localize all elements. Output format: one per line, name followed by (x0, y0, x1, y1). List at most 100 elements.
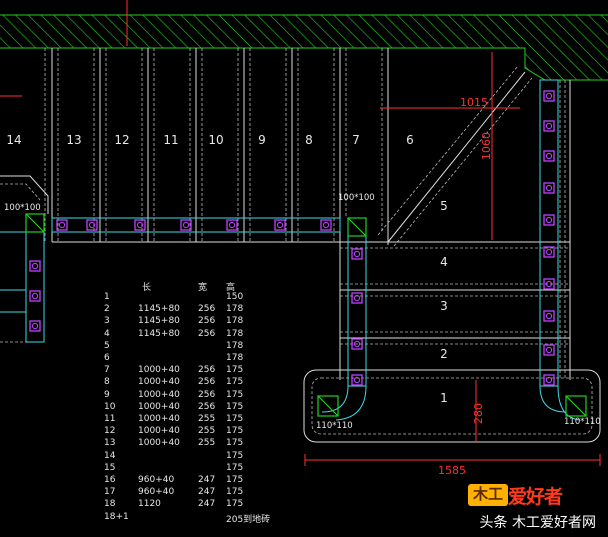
table-cell-width: 256 (198, 401, 216, 412)
post-label-left-lower: 110*110 (316, 421, 353, 431)
post-label-left-upper: 100*100 (4, 203, 41, 213)
step-label-9: 9 (258, 133, 266, 147)
table-cell-length: 1145+80 (138, 304, 180, 315)
joint-marker-hole (88, 221, 96, 229)
joint-marker (543, 182, 555, 194)
table-cell-index: 8 (104, 377, 110, 388)
joint-marker (180, 219, 192, 231)
step-label-4: 4 (440, 255, 448, 269)
table-cell-height: 175 (226, 462, 244, 473)
joint-marker (351, 248, 363, 260)
table-header-length: 长 (142, 283, 152, 293)
table-cell-length: 960+40 (138, 487, 175, 498)
joint-marker-hole (276, 221, 284, 229)
joint-marker-hole (322, 221, 330, 229)
table-header-width: 宽 (198, 283, 208, 293)
table-cell-length: 1000+40 (138, 426, 180, 437)
step-label-11: 11 (163, 133, 178, 147)
step-label-6: 6 (406, 133, 414, 147)
table-cell-height: 175 (226, 414, 244, 424)
watermark-logo-mark (468, 484, 508, 506)
dimension-top-height: 1060 (480, 132, 493, 160)
joint-marker (351, 338, 363, 350)
table-cell-height: 178 (226, 328, 244, 339)
left-partial-stair (0, 175, 49, 343)
table-cell-index: 17 (104, 487, 116, 498)
step-label-13: 13 (66, 133, 81, 147)
table-cell-height: 175 (226, 438, 244, 449)
step-label-5: 5 (440, 199, 448, 213)
table-cell-width: 256 (198, 365, 216, 376)
stringer-posts (0, 79, 581, 421)
joint-marker-hole (545, 216, 553, 224)
joint-marker-hole (31, 292, 39, 300)
ceiling-hatch (0, 14, 608, 81)
joint-marker (543, 246, 555, 258)
joint-marker (543, 278, 555, 290)
table-cell-height: 175 (226, 475, 244, 485)
table-cell-index: 5 (104, 340, 110, 351)
dimension-texts: 1015 1060 1585 280 (438, 96, 493, 477)
step-label-7: 7 (352, 133, 360, 147)
dimension-top-width: 1015 (460, 96, 488, 109)
table-cell-height: 175 (226, 426, 244, 437)
joint-marker-hole (545, 122, 553, 130)
post-label-right-lower: 110*110 (564, 417, 601, 427)
table-cell-height: 175 (226, 365, 244, 376)
joint-marker-hole (545, 152, 553, 160)
joint-marker-hole (31, 322, 39, 330)
watermark-brand-name: 爱好者 (508, 486, 563, 508)
joint-markers (29, 90, 555, 386)
table-cell-width: 255 (198, 414, 216, 424)
table-cell-height: 175 (226, 487, 244, 498)
joint-marker (351, 292, 363, 304)
joint-marker-hole (545, 346, 553, 354)
joint-marker (543, 374, 555, 386)
joint-marker (351, 374, 363, 386)
joint-marker-hole (545, 248, 553, 256)
joint-marker (274, 219, 286, 231)
joint-marker (320, 219, 332, 231)
table-cell-height: 205到地砖 (226, 514, 271, 525)
joint-marker-hole (353, 376, 361, 384)
table-cell-width: 247 (198, 487, 216, 498)
step-label-1: 1 (440, 391, 448, 405)
table-cell-width: 255 (198, 438, 216, 449)
table-cell-height: 178 (226, 316, 244, 327)
table-cell-length: 1120 (138, 499, 161, 510)
step-labels: 14 13 12 11 10 9 8 7 6 5 4 3 2 1 (6, 133, 447, 405)
table-cell-height: 175 (226, 450, 244, 461)
step-label-2: 2 (440, 347, 448, 361)
dimension-bottom-width: 1585 (438, 464, 466, 477)
table-cell-index: 6 (104, 353, 110, 363)
table-cell-index: 18+1 (104, 511, 129, 522)
table-cell-length: 1000+40 (138, 377, 180, 388)
table-cell-height: 178 (226, 340, 244, 351)
joint-marker-hole (31, 262, 39, 270)
table-cell-length: 1000+40 (138, 414, 180, 424)
joint-marker-hole (182, 221, 190, 229)
table-cell-width: 256 (198, 377, 216, 388)
step-label-10: 10 (208, 133, 223, 147)
joint-marker (543, 150, 555, 162)
joint-marker-hole (545, 184, 553, 192)
upper-hidden-lines (44, 48, 383, 242)
joint-marker (29, 290, 41, 302)
dimension-lines (0, 0, 601, 466)
post-size-labels: 100*100 100*100 110*110 110*110 (4, 193, 601, 431)
table-cell-height: 175 (226, 389, 244, 400)
table-cell-height: 175 (226, 499, 244, 510)
table-cell-index: 7 (104, 365, 110, 376)
joint-marker-hole (545, 92, 553, 100)
winder-diagonal (377, 65, 533, 247)
table-cell-length: 1000+40 (138, 389, 180, 400)
table-cell-width: 256 (198, 316, 216, 327)
watermark-brand: 木工 爱好者 (468, 482, 608, 508)
step-label-14: 14 (6, 133, 21, 147)
table-cell-length: 1000+40 (138, 401, 180, 412)
table-cell-width: 256 (198, 304, 216, 315)
table-cell-index: 1 (104, 292, 110, 302)
table-cell-length: 960+40 (138, 475, 175, 485)
joint-marker-hole (545, 376, 553, 384)
